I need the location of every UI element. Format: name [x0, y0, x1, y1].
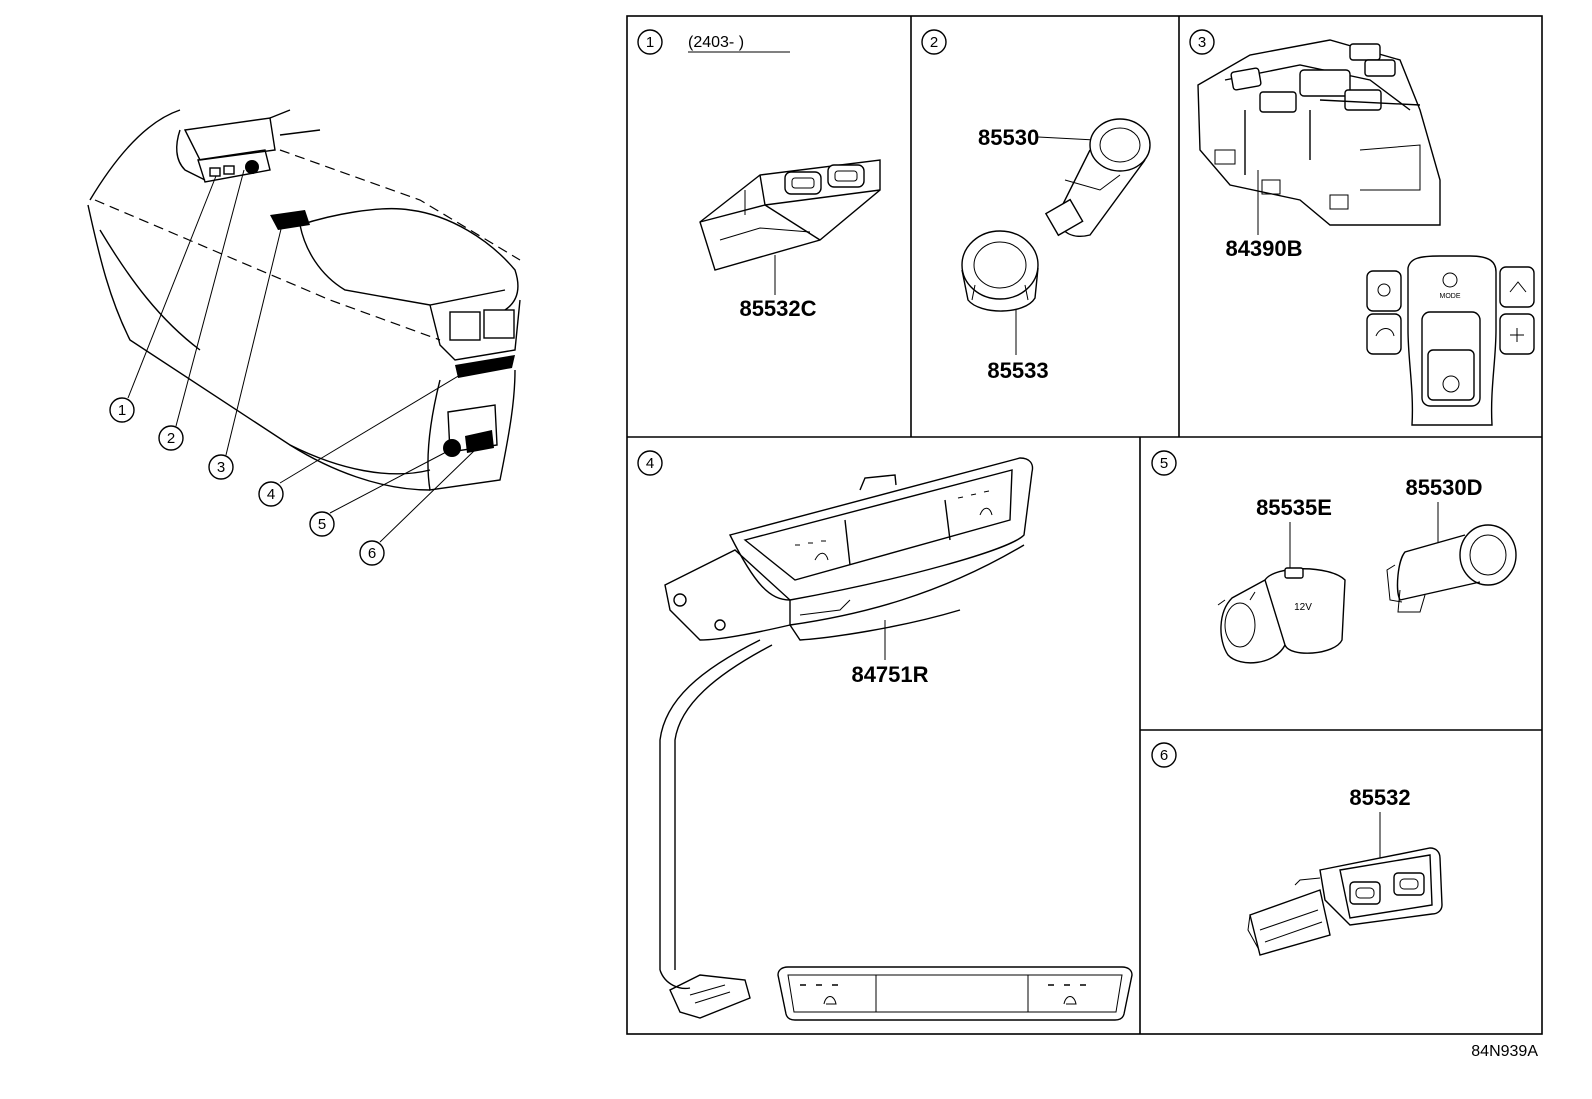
auto-hold-icon	[1377, 283, 1391, 297]
rear-switch-panel-drawing	[659, 457, 1034, 1019]
callout-circle-6	[359, 540, 385, 566]
usb-port-module-drawing	[699, 159, 881, 271]
section-4-badge	[637, 450, 663, 476]
part-85535E: 85535E	[1256, 495, 1332, 520]
callout-5: 5	[318, 516, 326, 533]
section-3-shift-switch: 3 84390B MODE	[1189, 29, 1535, 426]
socket-12v-label: 12V	[1294, 602, 1312, 613]
traction-icon	[1510, 328, 1524, 342]
section-3-badge	[1189, 29, 1215, 55]
part-85532: 85532	[1349, 785, 1410, 810]
part-84751R: 84751R	[851, 662, 928, 687]
section-2-badge	[921, 29, 947, 55]
section-4-seat-heater-switch: 4 84751R	[637, 450, 1133, 1021]
section-1-number: 1	[646, 34, 654, 51]
section-6-badge	[1151, 742, 1177, 768]
section-6-number: 6	[1160, 747, 1168, 764]
retainer-ring-drawing	[961, 230, 1039, 312]
section-3-number: 3	[1198, 34, 1206, 51]
overview-callouts: 1 2 3 4 5 6	[109, 397, 385, 566]
callout-3: 3	[217, 459, 225, 476]
seat-heater-left-icon	[814, 552, 829, 561]
section-6-usb-switch: 6 85532	[1151, 742, 1443, 956]
section-1-usb-port: 1 (2403- ) 85532C	[637, 29, 881, 321]
callout-circle-2	[158, 425, 184, 451]
panel-grid	[626, 15, 1543, 1035]
usb-switch-drawing	[1247, 847, 1443, 956]
section-1-badge	[637, 29, 663, 55]
section-2-power-outlet: 2 85530 85533	[921, 29, 1151, 383]
callout-2: 2	[167, 430, 175, 447]
seat-heater-switch-face	[777, 966, 1133, 1021]
callout-circle-5	[309, 511, 335, 537]
part-85532C: 85532C	[739, 296, 816, 321]
overview-callout-leaders	[127, 169, 476, 543]
date-range-label: (2403- )	[688, 34, 744, 51]
callout-circle-3	[208, 454, 234, 480]
callout-4: 4	[267, 486, 275, 503]
hill-descent-icon	[1509, 281, 1527, 293]
part-84390B: 84390B	[1225, 236, 1302, 261]
callout-6: 6	[368, 545, 376, 562]
seat-heater-icon-right	[1063, 996, 1077, 1005]
console-overview-illustration	[87, 109, 521, 491]
callout-circle-1	[109, 397, 135, 423]
mode-label: MODE	[1440, 293, 1461, 300]
section-5-accessory-socket: 5 85535E 12V 85530D	[1151, 450, 1517, 664]
seat-heater-right-icon	[979, 507, 993, 516]
parking-brake-icon	[1442, 375, 1460, 393]
12v-socket-drawing: 12V	[1217, 567, 1346, 664]
switch-face-inset: MODE	[1366, 255, 1535, 426]
part-85533: 85533	[987, 358, 1048, 383]
power-outlet-drawing	[1044, 118, 1151, 237]
section-5-badge	[1151, 450, 1177, 476]
section-4-number: 4	[646, 455, 654, 472]
parking-sensor-icon	[1442, 272, 1458, 288]
outlet-socket-drawing	[1386, 524, 1517, 613]
switch-assembly-drawing	[1197, 39, 1441, 226]
drive-mode-icon	[1375, 328, 1395, 337]
callout-circle-4	[258, 481, 284, 507]
seat-heater-icon-left	[823, 996, 837, 1005]
section-5-number: 5	[1160, 455, 1168, 472]
reference-code: 84N939A	[1471, 1043, 1538, 1060]
section-2-number: 2	[930, 34, 938, 51]
part-85530D: 85530D	[1405, 475, 1482, 500]
callout-1: 1	[118, 402, 126, 419]
part-85530: 85530	[978, 125, 1039, 150]
